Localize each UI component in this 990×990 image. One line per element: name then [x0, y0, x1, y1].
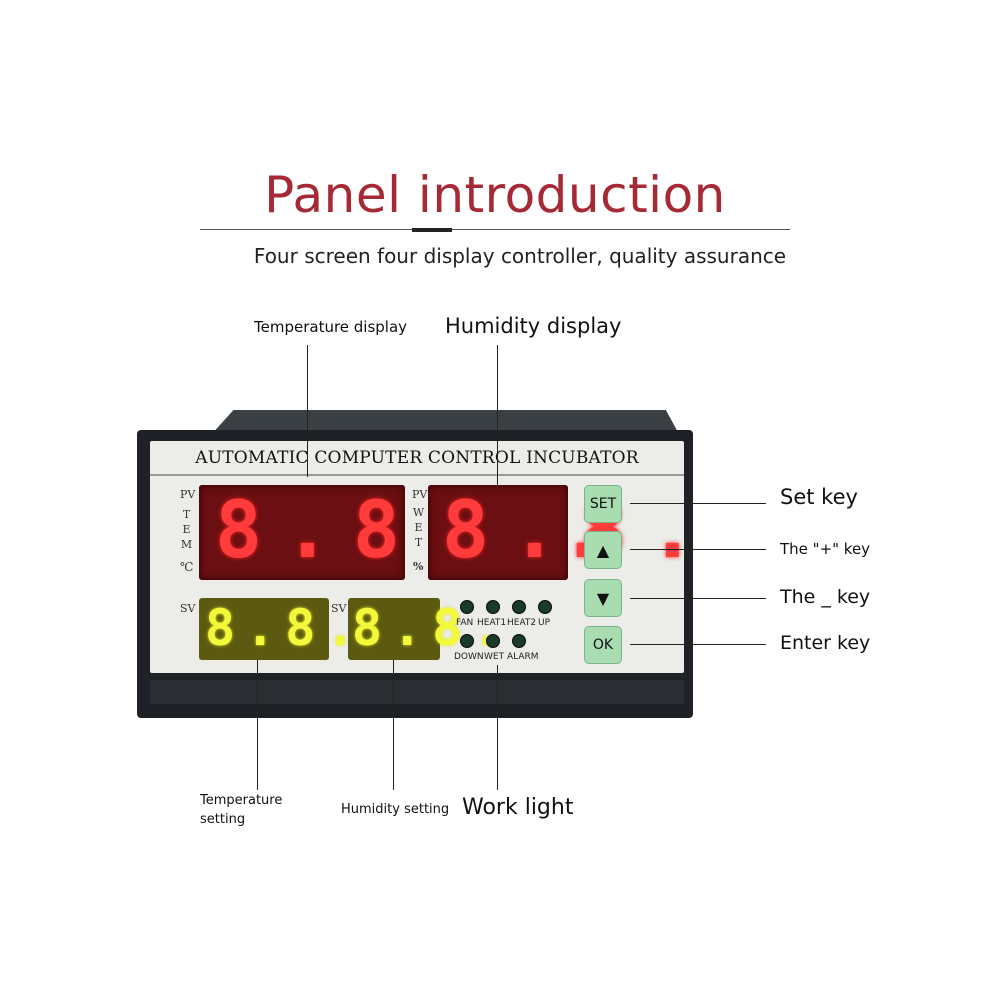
leader-humidity-setting — [393, 660, 394, 790]
temperature-setting-digits: 8.8.8. — [205, 599, 446, 657]
tem-label: TEM — [180, 508, 193, 553]
leader-temperature-display — [307, 345, 308, 477]
ok-button[interactable]: OK — [584, 626, 622, 664]
label-temperature-display: Temperature display — [254, 318, 408, 336]
leader-set-key — [630, 503, 766, 504]
label-temperature-setting-line1: Temperature — [200, 793, 283, 808]
temperature-setting-display: 8.8.8. — [199, 598, 446, 660]
celsius-label: ℃ — [180, 560, 194, 574]
label-work-light: Work light — [462, 795, 574, 820]
label-plus-key: The "+" key — [780, 540, 871, 558]
page-title: Panel introduction — [264, 166, 726, 224]
device-bottom-band — [150, 680, 684, 704]
led-wet — [486, 634, 500, 648]
temperature-digits: 8.8.8. — [199, 485, 607, 577]
humidity-digits: 8.8. — [442, 486, 718, 576]
sv-label-hum: SV — [331, 602, 347, 615]
led-label-heat2: HEAT2 — [507, 618, 537, 628]
pv-label-hum: PV — [412, 488, 428, 501]
temperature-display: 8.8.8. — [199, 485, 607, 580]
wet-label: WET — [412, 506, 425, 551]
label-enter-key: Enter key — [780, 632, 871, 654]
title-divider — [200, 229, 790, 230]
percent-label: % — [413, 560, 424, 573]
label-minus-key: The _ key — [780, 586, 871, 608]
led-heat2 — [512, 600, 526, 614]
pv-label-temp: PV — [180, 488, 196, 501]
leader-plus-key — [630, 549, 766, 550]
label-set-key: Set key — [780, 485, 858, 509]
led-alarm — [512, 634, 526, 648]
led-fan — [460, 600, 474, 614]
led-down — [460, 634, 474, 648]
label-temperature-setting-line2: setting — [200, 812, 246, 827]
humidity-display: 8.8. — [428, 485, 718, 580]
set-button[interactable]: SET — [584, 485, 622, 523]
label-humidity-display: Humidity display — [445, 314, 622, 338]
leader-work-light — [497, 665, 498, 790]
title-divider-accent — [412, 228, 452, 232]
device-brand-text: AUTOMATIC COMPUTER CONTROL INCUBATOR — [195, 448, 639, 468]
up-arrow-icon[interactable]: ▲ — [584, 531, 622, 569]
leader-minus-key — [630, 598, 766, 599]
led-label-up: UP — [538, 618, 551, 628]
led-up — [538, 600, 552, 614]
humidity-setting-display: 8.8. — [348, 598, 513, 660]
leader-enter-key — [630, 644, 766, 645]
leader-temperature-setting — [257, 660, 258, 790]
label-humidity-setting: Humidity setting — [341, 802, 450, 817]
led-label-down: DOWN — [454, 652, 484, 662]
led-label-fan: FAN — [456, 618, 474, 628]
down-arrow-icon[interactable]: ▼ — [584, 579, 622, 617]
led-label-wet: WET — [484, 652, 505, 662]
humidity-setting-digits: 8.8. — [352, 599, 513, 657]
page-subtitle: Four screen four display controller, qua… — [253, 244, 787, 268]
led-heat1 — [486, 600, 500, 614]
sv-label-temp: SV — [180, 602, 196, 615]
leader-humidity-display — [497, 345, 498, 485]
led-label-alarm: ALARM — [507, 652, 539, 662]
led-label-heat1: HEAT1 — [477, 618, 507, 628]
brand-divider — [150, 474, 684, 476]
